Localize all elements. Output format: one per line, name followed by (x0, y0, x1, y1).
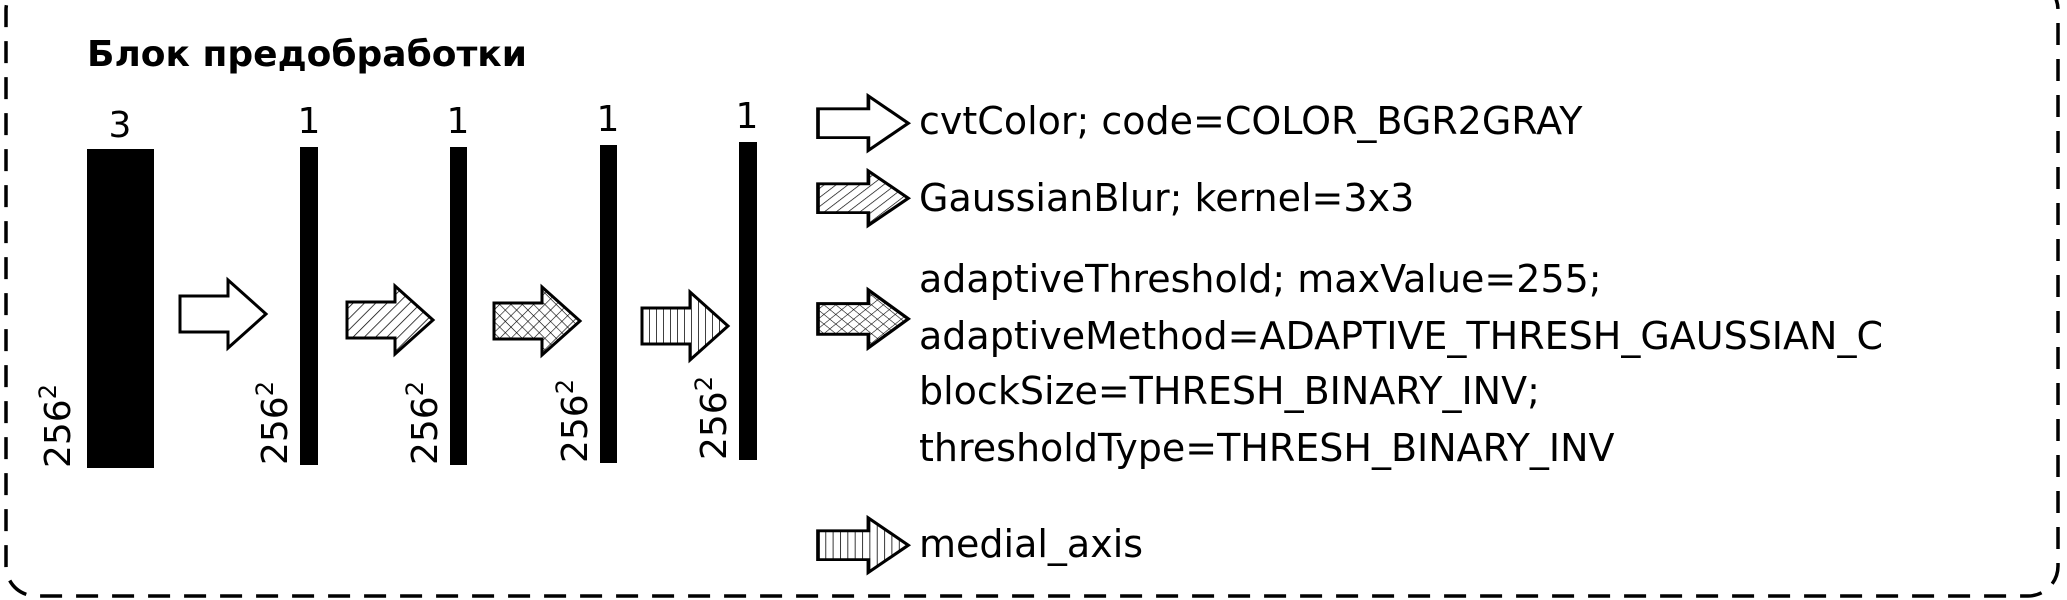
channel-label: 1 (298, 101, 321, 142)
tensor-1: 1 2562 (251, 101, 320, 465)
legend-item-medialaxis: medial_axis (816, 516, 1143, 575)
block-title: Блок предобработки (87, 34, 527, 75)
tensor-0: 3 2562 (34, 105, 154, 468)
size-label: 2562 (551, 379, 596, 463)
legend-text: cvtColor; code=COLOR_BGR2GRAY (919, 99, 1583, 143)
arrow-blank-icon (816, 94, 911, 153)
tensor-bar (450, 147, 467, 465)
legend-text: GaussianBlur; kernel=3x3 (919, 176, 1414, 220)
tensor-4: 1 2562 (690, 96, 758, 460)
arrow-crosshatch-icon (816, 288, 911, 350)
tensor-bar (739, 142, 757, 460)
channel-label: 1 (736, 96, 759, 137)
legend-text: thresholdType=THRESH_BINARY_INV (919, 426, 1615, 470)
tensor-bar (600, 145, 617, 463)
legend-text: adaptiveThreshold; maxValue=255; (919, 257, 1602, 301)
legend-item-cvtcolor: cvtColor; code=COLOR_BGR2GRAY (816, 94, 1583, 153)
arrow-diagonal-hatch-icon (816, 169, 911, 228)
tensor-2: 1 2562 (401, 101, 469, 465)
arrow-vertical-lines-icon (640, 290, 730, 362)
legend-text: adaptiveMethod=ADAPTIVE_THRESH_GAUSSIAN_… (919, 314, 1883, 358)
arrow-crosshatch-icon (492, 285, 582, 357)
channel-label: 3 (109, 105, 132, 146)
tensor-3: 1 2562 (551, 99, 619, 463)
legend: cvtColor; code=COLOR_BGR2GRAY GaussianBl… (816, 94, 1883, 575)
legend-text: blockSize=THRESH_BINARY_INV; (919, 369, 1540, 413)
channel-label: 1 (447, 101, 470, 142)
arrow-vertical-lines-icon (816, 516, 911, 575)
size-label: 2562 (34, 384, 79, 468)
dashed-frame (4, 0, 2060, 598)
tensor-bar (300, 147, 318, 465)
channel-label: 1 (597, 99, 620, 140)
arrow-diagonal-hatch-icon (345, 284, 435, 356)
legend-text: medial_axis (919, 522, 1143, 566)
size-label: 2562 (401, 381, 446, 465)
size-label: 2562 (690, 376, 735, 460)
legend-item-adaptivethreshold: adaptiveThreshold; maxValue=255; adaptiv… (816, 257, 1883, 470)
legend-item-gaussianblur: GaussianBlur; kernel=3x3 (816, 169, 1414, 228)
size-label: 2562 (251, 381, 296, 465)
tensor-bar (87, 149, 154, 468)
arrow-blank-icon (178, 278, 268, 350)
